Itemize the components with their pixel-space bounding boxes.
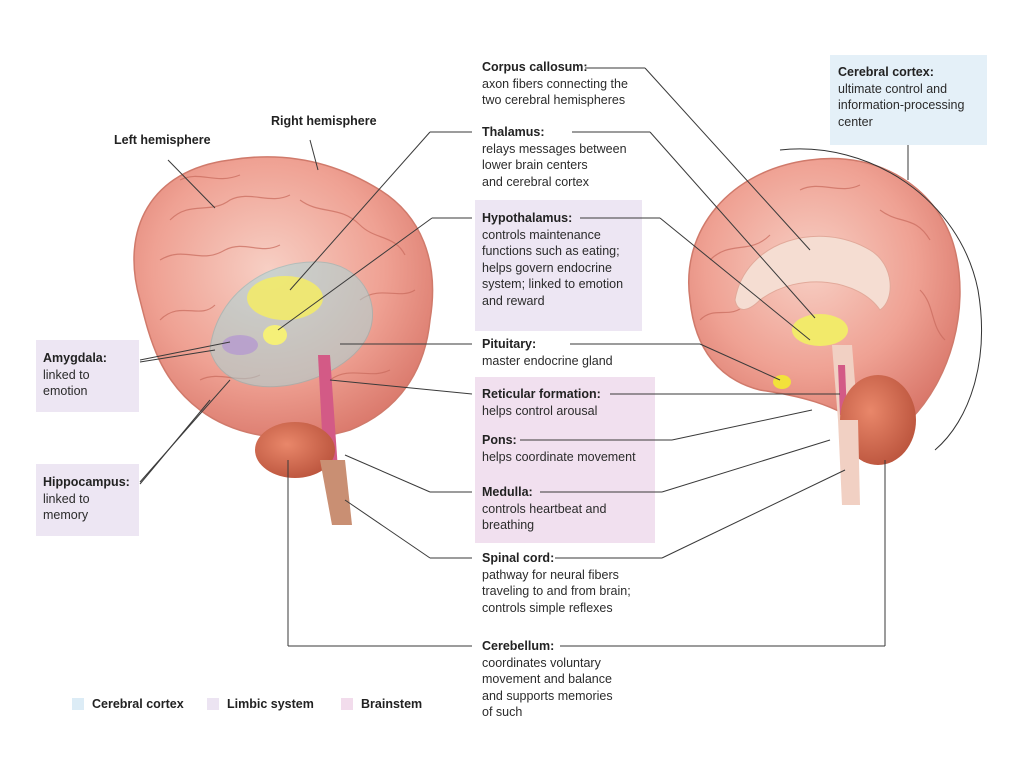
hypothalamus-label: Hypothalamus: controls maintenance funct… bbox=[482, 211, 624, 308]
legend-cerebral-cortex: Cerebral cortex bbox=[72, 697, 184, 713]
pons-label: Pons: helps coordinate movement bbox=[482, 433, 636, 464]
amygdala-box bbox=[36, 340, 139, 412]
legend-brainstem: Brainstem bbox=[341, 697, 422, 713]
right-thalamus bbox=[792, 314, 848, 346]
right-hemisphere-label: Right hemisphere bbox=[271, 114, 377, 128]
brainstem-box bbox=[475, 377, 655, 543]
hippocampus-label: Hippocampus: linked to memory bbox=[43, 475, 130, 522]
corpus-callosum-shape bbox=[734, 235, 891, 311]
left-brain-view bbox=[133, 156, 434, 525]
thalamus-shape bbox=[247, 276, 323, 320]
right-spinal-cord bbox=[838, 420, 860, 505]
cerebral-cortex-label: Cerebral cortex: ultimate control and in… bbox=[838, 65, 965, 129]
amygdala-label: Amygdala: linked to emotion bbox=[43, 351, 107, 398]
right-cerebellum bbox=[840, 375, 916, 465]
hypothalamus-box bbox=[475, 200, 642, 331]
spinal-cord-label: Spinal cord: pathway for neural fibers t… bbox=[482, 551, 631, 615]
left-spinal-cord bbox=[320, 460, 352, 525]
cortex-box bbox=[830, 55, 987, 145]
medulla-label: Medulla: controls heartbeat and breathin… bbox=[482, 485, 607, 532]
left-cerebellum bbox=[255, 422, 335, 478]
legend-swatch bbox=[207, 698, 219, 710]
hypothalamus-shape bbox=[263, 325, 287, 345]
thalamus-label: Thalamus: relays messages between lower … bbox=[482, 125, 627, 189]
pituitary-shape bbox=[773, 375, 791, 389]
cerebellum-label: Cerebellum: coordinates voluntary moveme… bbox=[482, 639, 613, 719]
hippocampus-box bbox=[36, 464, 139, 536]
left-hemisphere-label: Left hemisphere bbox=[114, 133, 211, 147]
reticular-formation-label: Reticular formation: helps control arous… bbox=[482, 387, 601, 418]
corpus-callosum-label: Corpus callosum: axon fibers connecting … bbox=[482, 60, 628, 107]
amygdala-shape bbox=[222, 335, 258, 355]
cortex-arc bbox=[779, 148, 982, 451]
legend-swatch bbox=[72, 698, 84, 710]
pituitary-label: Pituitary: master endocrine gland bbox=[482, 337, 613, 368]
leader-lines bbox=[139, 67, 909, 647]
legend-limbic-system: Limbic system bbox=[207, 697, 314, 713]
right-brain-outline bbox=[688, 157, 961, 431]
right-brain-view bbox=[688, 148, 982, 505]
legend-swatch bbox=[341, 698, 353, 710]
